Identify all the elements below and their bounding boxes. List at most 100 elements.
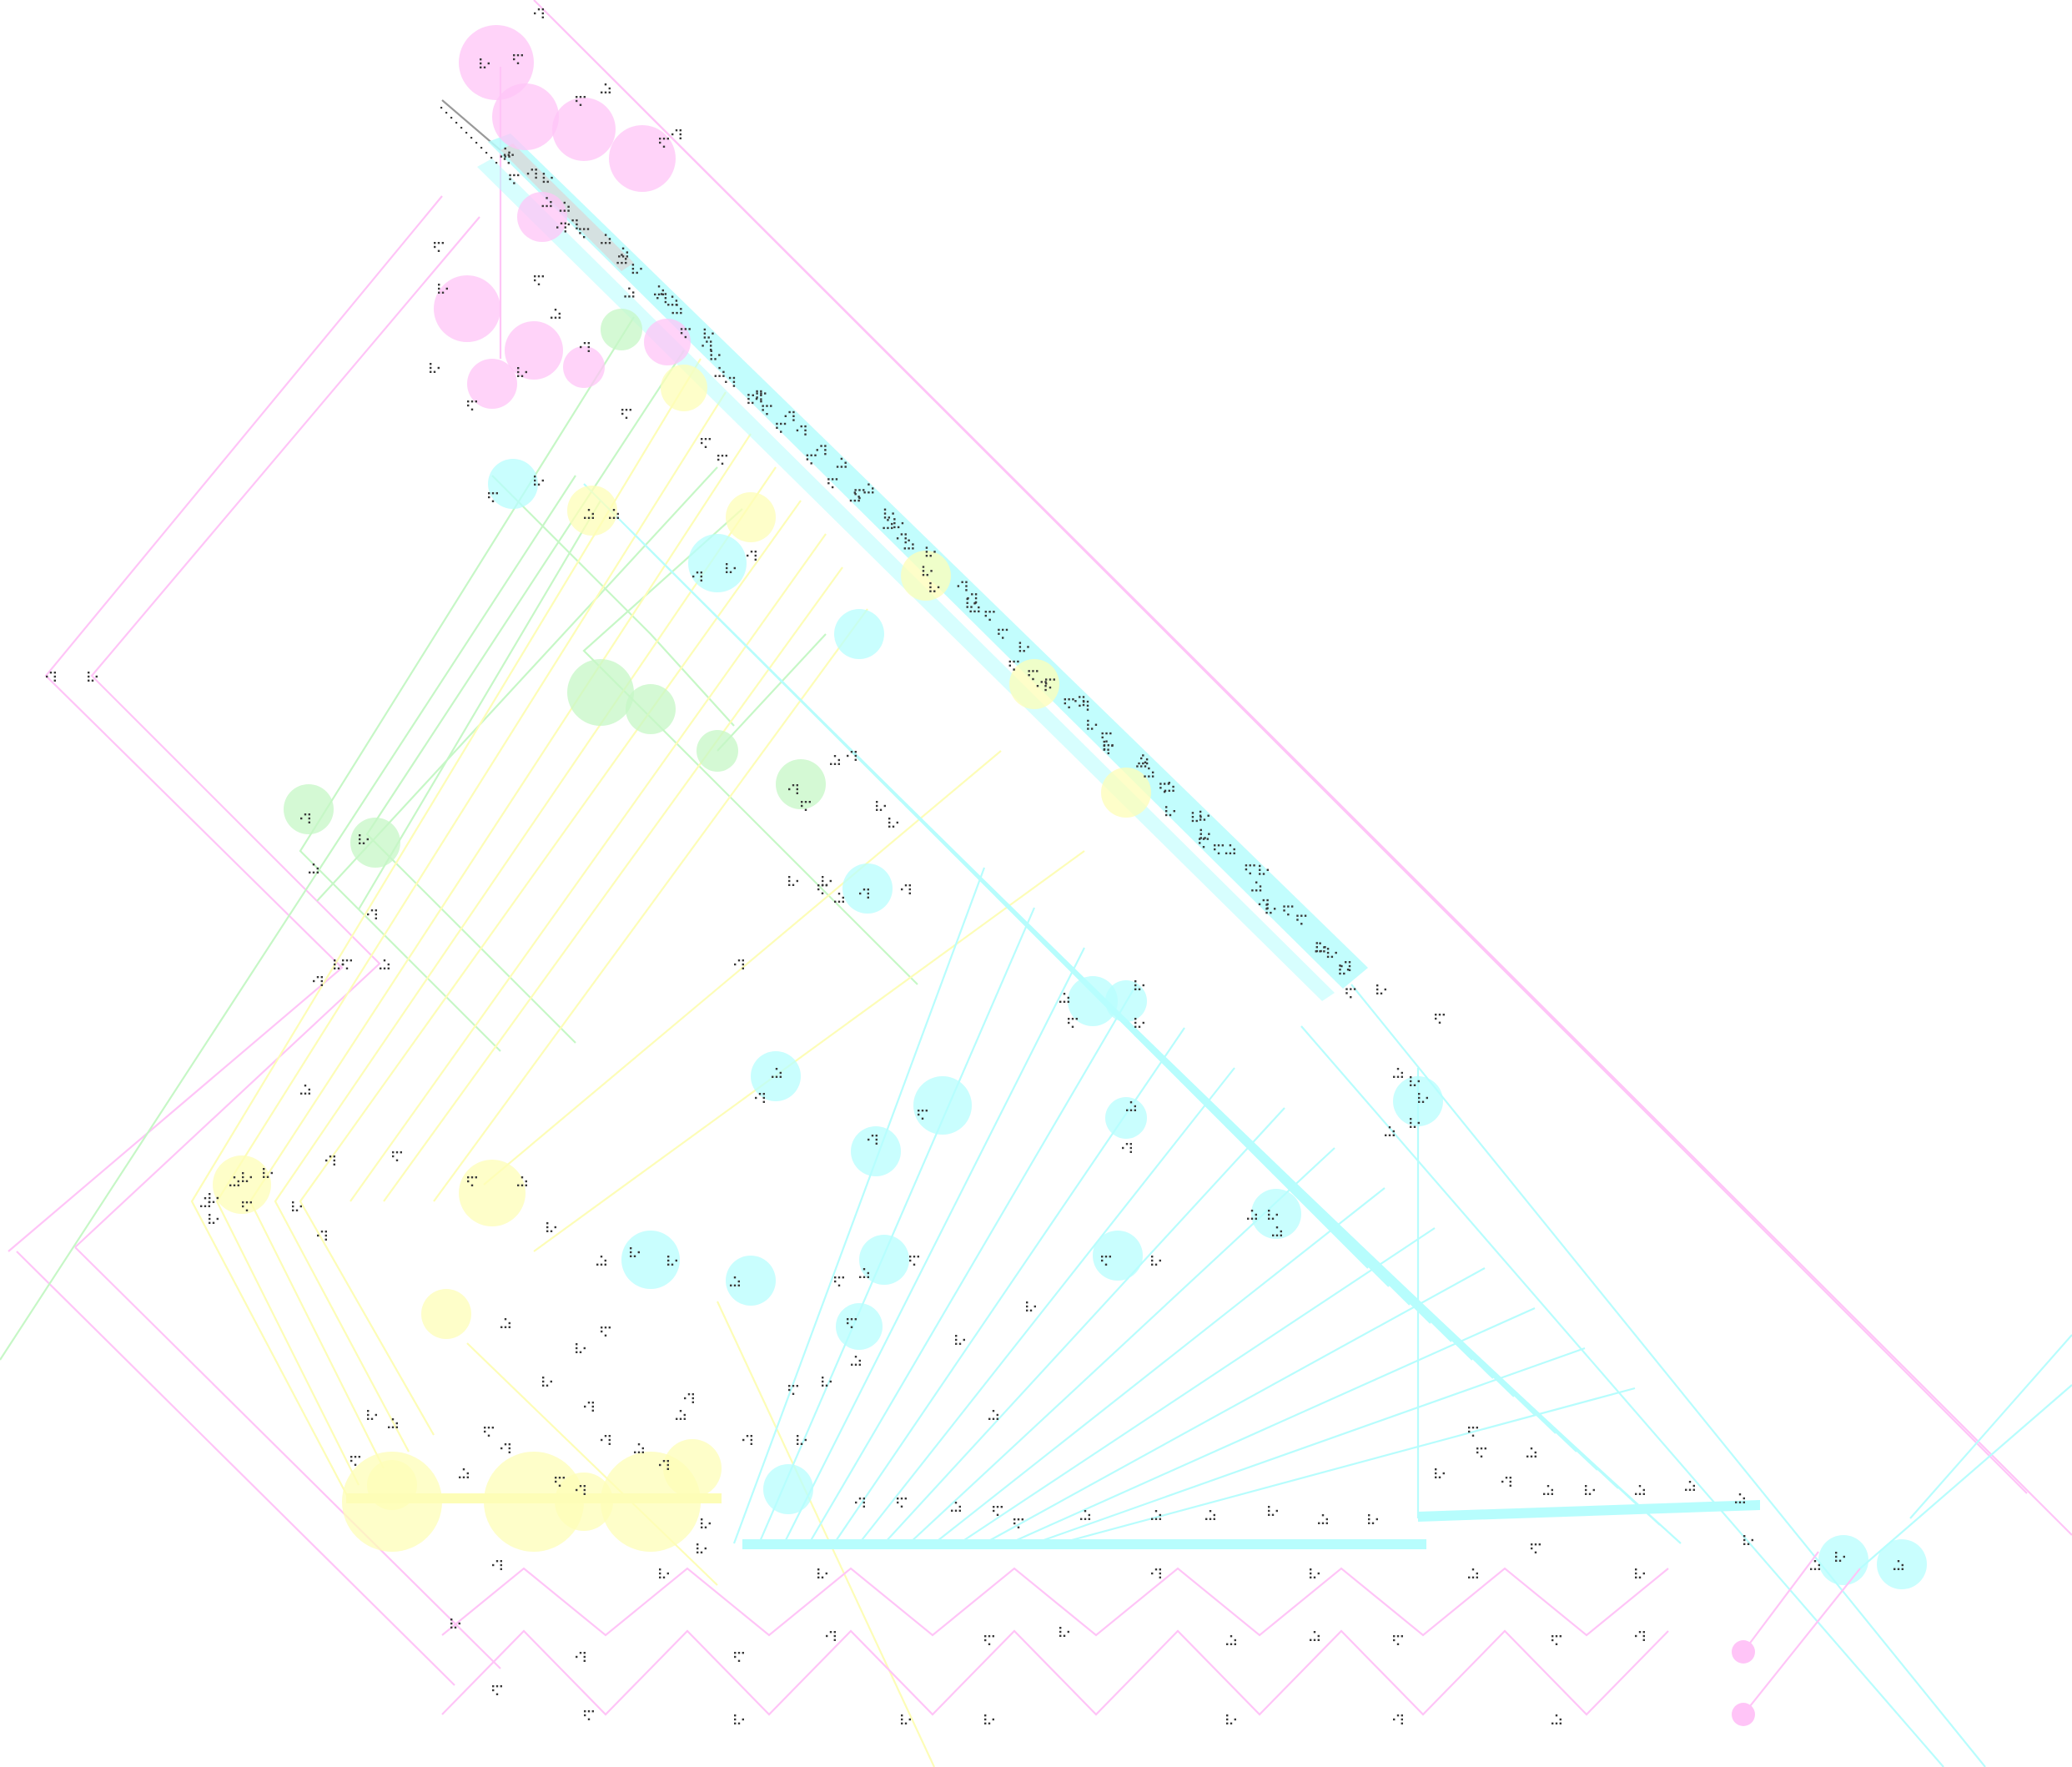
glider-242	[859, 889, 869, 899]
glider-37	[863, 483, 874, 494]
glider-233	[1068, 1018, 1078, 1028]
glider-105	[621, 409, 631, 419]
yellow-lane-6	[383, 566, 843, 1202]
glider-249	[876, 801, 886, 811]
glider-255	[817, 884, 827, 894]
glider-15	[654, 285, 665, 296]
green-lane-2	[0, 475, 576, 1361]
glider-52	[998, 628, 1008, 639]
glider-79	[1251, 881, 1262, 892]
glider-203	[734, 1652, 744, 1662]
glider-78	[1259, 864, 1270, 875]
yellow-bus	[346, 1493, 722, 1503]
cluster-32	[488, 459, 538, 509]
glider-161	[584, 1402, 594, 1412]
glider-83	[1296, 914, 1307, 925]
glider-112	[726, 563, 736, 573]
glider-216	[1393, 1714, 1403, 1724]
cyan-lane-18	[783, 947, 1085, 1544]
component-clusters	[213, 25, 1927, 1589]
glider-254	[801, 801, 811, 811]
glider-13	[631, 264, 642, 274]
cluster-39	[913, 1076, 972, 1135]
cyan-lane-30	[1350, 984, 1986, 1767]
glider-45	[922, 566, 933, 576]
glider-152	[542, 1377, 552, 1387]
chain-link-a	[1743, 1551, 1819, 1653]
dot-trail-11	[495, 162, 498, 164]
band-gray-start	[500, 143, 634, 271]
cluster-22	[1101, 768, 1151, 818]
cluster-41	[1105, 1097, 1147, 1139]
glider-117	[300, 813, 310, 823]
cyan-lane-29	[1059, 1387, 1636, 1545]
cluster-12	[626, 684, 676, 734]
glider-148	[847, 1318, 857, 1328]
cyan-lane-24	[933, 1187, 1386, 1544]
glider-43	[903, 539, 914, 550]
glider-138	[834, 1276, 844, 1286]
glider-219	[1551, 1635, 1562, 1645]
glider-30	[776, 422, 787, 433]
glider-171	[855, 1498, 865, 1508]
glider-109	[534, 476, 544, 486]
glider-209	[984, 1714, 994, 1724]
glider-116	[88, 672, 98, 682]
glider-226	[1385, 1126, 1395, 1136]
glider-194	[1893, 1560, 1904, 1570]
glider-184	[1476, 1447, 1486, 1457]
glider-140	[909, 1256, 919, 1266]
glider-232	[1134, 1018, 1144, 1028]
glider-14	[624, 287, 635, 298]
cyan-lane-15	[1271, 1171, 1682, 1544]
cluster-21	[1009, 659, 1059, 709]
glider-62	[1101, 732, 1112, 743]
glider-72	[1199, 810, 1210, 821]
glider-193	[1835, 1552, 1845, 1562]
cyan-lane-25	[958, 1227, 1436, 1544]
glider-197	[492, 1560, 502, 1570]
glider-42	[896, 533, 907, 544]
magenta-signal-lanes	[8, 0, 2072, 1686]
live-cells	[46, 8, 1904, 1724]
glider-25	[752, 390, 762, 400]
glider-183	[1468, 1427, 1478, 1437]
glider-115	[46, 672, 56, 682]
glider-10	[601, 234, 611, 244]
glider-174	[993, 1506, 1003, 1516]
glider-160	[742, 1435, 752, 1445]
magenta-left-loop-2	[74, 216, 480, 1248]
glider-164	[459, 1468, 469, 1478]
glider-238	[868, 1135, 878, 1145]
glider-173	[951, 1502, 961, 1512]
glider-129	[392, 1151, 402, 1161]
glider-229	[1376, 984, 1386, 994]
glider-261	[1526, 1447, 1536, 1457]
glider-28	[762, 405, 772, 415]
glider-27	[747, 394, 758, 405]
cluster-2	[552, 98, 616, 161]
glider-122	[380, 959, 390, 969]
glider-198	[450, 1618, 460, 1629]
dot-trail-6	[470, 137, 473, 139]
glider-192	[1810, 1560, 1820, 1570]
glider-16	[656, 293, 667, 304]
glider-145	[1026, 1301, 1036, 1311]
glider-191	[1743, 1535, 1753, 1545]
glider-102	[551, 309, 561, 319]
glider-213	[1226, 1714, 1236, 1724]
glider-3	[526, 169, 537, 179]
glider-49	[967, 593, 978, 604]
glider-157	[676, 1410, 686, 1420]
cyan-bus	[742, 1539, 1426, 1549]
glider-95	[659, 138, 669, 148]
glider-231	[1134, 980, 1144, 990]
glider-26	[756, 392, 767, 403]
glider-259	[292, 1201, 302, 1211]
glider-12	[616, 254, 627, 264]
cluster-6	[505, 321, 563, 380]
glider-253	[788, 784, 798, 794]
glider-175	[1013, 1518, 1023, 1528]
glider-207	[901, 1714, 911, 1724]
glider-64	[1103, 740, 1114, 751]
